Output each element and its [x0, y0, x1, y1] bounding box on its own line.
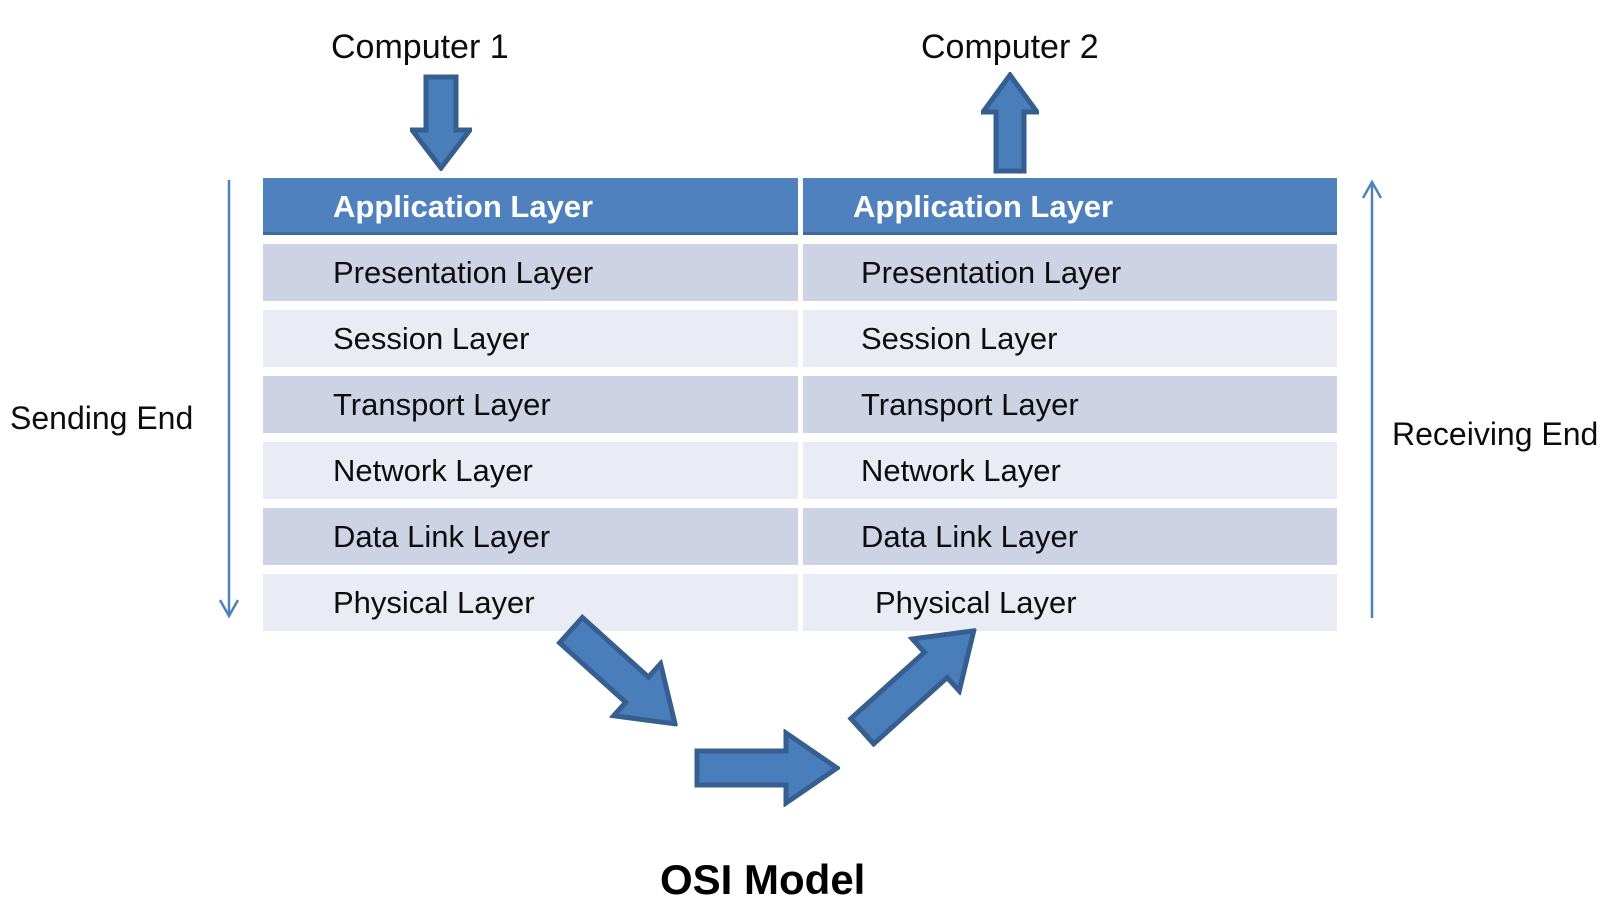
computer1-label: Computer 1 [331, 28, 509, 66]
transmission-arrow-right-icon [694, 729, 840, 807]
computer1-down-arrow-icon [410, 74, 472, 171]
transmission-arrow-up-right-icon [847, 627, 978, 748]
transmission-arrow-down-right-icon [556, 613, 679, 727]
layer-network-left: Network Layer [263, 442, 798, 499]
sending-end-down-arrow-icon [218, 180, 240, 619]
layer-datalink-left: Data Link Layer [263, 508, 798, 565]
layer-presentation-right: Presentation Layer [803, 244, 1337, 301]
receiving-end-up-arrow-icon [1361, 179, 1383, 618]
layer-session-left: Session Layer [263, 310, 798, 367]
layer-datalink-right: Data Link Layer [803, 508, 1337, 565]
receiving-end-label: Receiving End [1392, 416, 1599, 452]
layer-transport-right: Transport Layer [803, 376, 1337, 433]
layer-application-left: Application Layer [263, 178, 798, 235]
osi-stack-computer1: Application Layer Presentation Layer Ses… [263, 178, 798, 631]
computer2-label: Computer 2 [921, 28, 1099, 66]
layer-application-right: Application Layer [803, 178, 1337, 235]
layer-presentation-left: Presentation Layer [263, 244, 798, 301]
computer2-up-arrow-icon [981, 72, 1039, 174]
sending-end-label: Sending End [10, 400, 194, 436]
layer-transport-left: Transport Layer [263, 376, 798, 433]
layer-physical-left: Physical Layer [263, 574, 798, 631]
osi-stack-computer2: Application Layer Presentation Layer Ses… [803, 178, 1337, 631]
layer-session-right: Session Layer [803, 310, 1337, 367]
diagram-title: OSI Model [660, 856, 866, 903]
layer-network-right: Network Layer [803, 442, 1337, 499]
layer-physical-right: Physical Layer [803, 574, 1337, 631]
